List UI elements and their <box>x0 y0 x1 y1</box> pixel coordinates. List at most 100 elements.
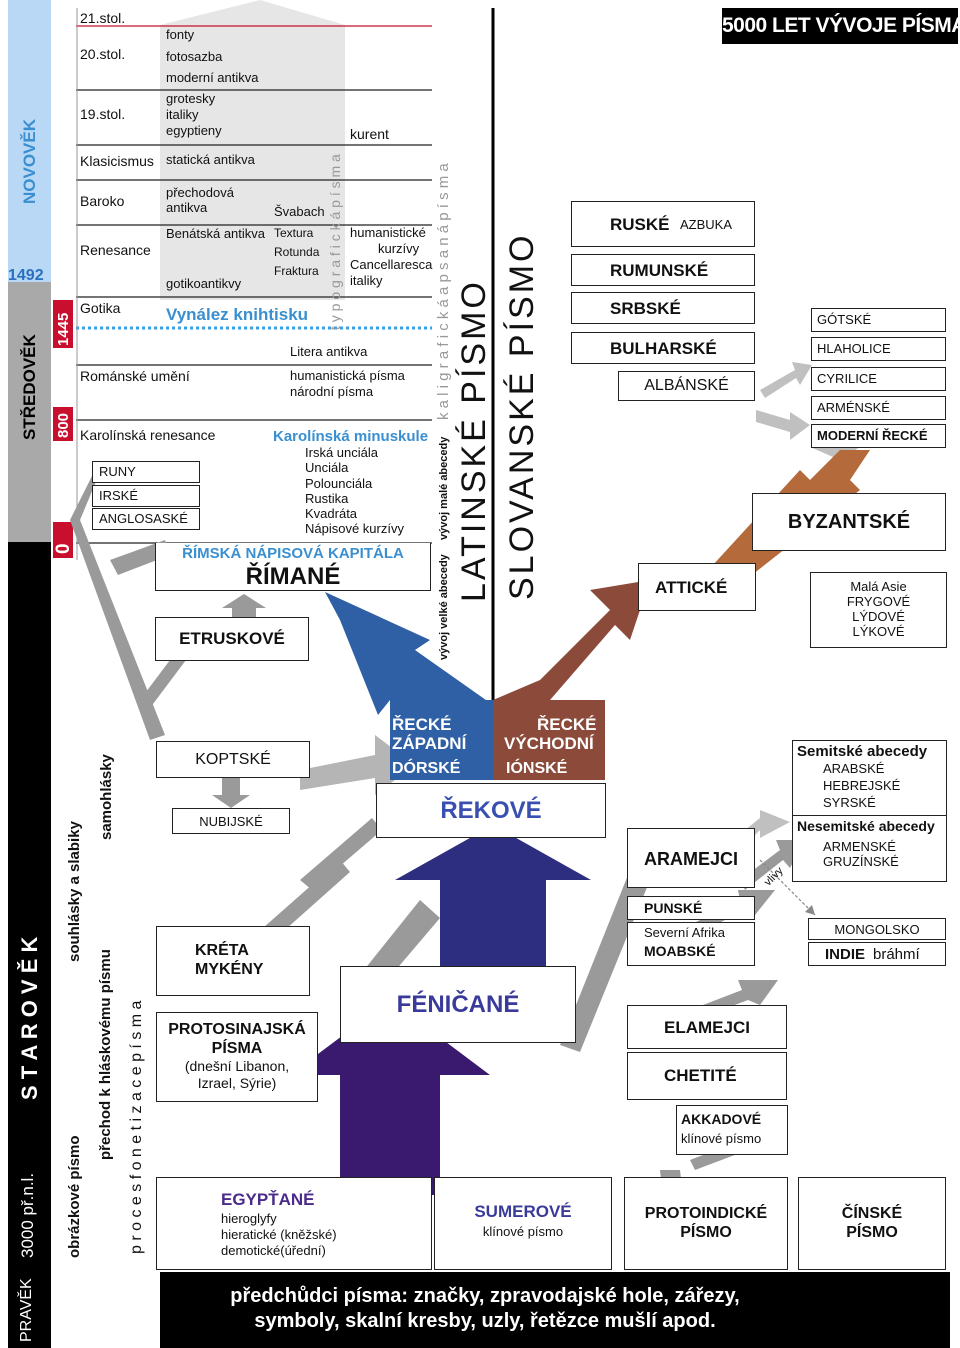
era-pravek: PRAVĚK <box>18 1278 35 1342</box>
period-20: 20.stol. <box>80 46 126 62</box>
footer-bar <box>160 1272 950 1348</box>
typo-moderni-antikva: moderní antikva <box>166 70 259 85</box>
box-albanske: ALBÁNSKÉ <box>618 371 755 401</box>
typo-fotosazba: fotosazba <box>166 49 223 64</box>
footer-line-1: předchůdci písma: značky, zpravodajské h… <box>230 1285 740 1307</box>
typo-fonty: fonty <box>166 27 195 42</box>
typo-rotunda: Rotunda <box>274 245 320 259</box>
box-indie: INDIE bráhmí <box>808 942 946 966</box>
arrow-slavic-base <box>493 700 605 780</box>
med-karolinska-minuskule: Karolínská minuskule <box>273 428 429 445</box>
box-punske: PUNSKÉ <box>627 896 755 920</box>
med-vyvoj-male: vývoj malé abecedy <box>438 436 450 540</box>
greek-vychodni-2: VÝCHODNÍ <box>504 734 594 753</box>
typo-hum-kurzivy-2: kurzívy <box>378 241 420 256</box>
box-akkadove: AKKADOVÉ klínové písmo <box>676 1105 788 1155</box>
year-3000: 3000 př.n.l. <box>18 1172 37 1258</box>
box-cinske: ČÍNSKÉ PÍSMO <box>798 1177 946 1270</box>
period-21: 21.stol. <box>80 10 126 26</box>
greek-vychodni-1: ŘECKÉ <box>537 715 597 734</box>
year-1445: 1445 <box>55 312 72 346</box>
box-anglosaske: ANGLOSASKÉ <box>92 508 200 530</box>
med-vyvoj-velke: vývoj velké abecedy <box>438 554 450 660</box>
period-karolinska: Karolínská renesance <box>80 427 216 443</box>
typo-svabach: Švabach <box>274 204 325 219</box>
arrow-egypt-phoen <box>290 1000 490 1195</box>
box-mongolsko: MONGOLSKO <box>808 918 946 940</box>
box-moabske: Severní Afrika MOABSKÉ <box>627 922 755 966</box>
med-napisove-kurzivy: Nápisové kurzívy <box>305 521 404 536</box>
typo-prechodova-1: přechodová <box>166 185 234 200</box>
year-0: 0 <box>53 543 74 554</box>
typo-grotesky: grotesky <box>166 91 216 106</box>
box-kreta: KRÉTA MYKÉNY <box>156 926 310 996</box>
med-kaligraficka: k a l i g r a f i c k á a p s a n á p í … <box>435 163 452 420</box>
typo-typograficka-pisma: t y p o g r a f i c k á p í s m a <box>327 154 343 330</box>
year-marker-0 <box>53 522 73 558</box>
process-samohlasky: samohlásky <box>98 754 115 840</box>
process-obrazkove: obrázkové písmo <box>66 1135 83 1258</box>
process-prechod: přechod k hláskovému písmu <box>97 949 114 1160</box>
box-srbske: SRBSKÉ <box>571 292 755 324</box>
med-kvadrata: Kvadráta <box>305 506 358 521</box>
box-gotske: GÓTSKÉ <box>811 308 946 332</box>
med-humanisticka: humanistická písma <box>290 368 405 383</box>
box-sumerove: SUMEROVÉ klínové písmo <box>434 1177 612 1270</box>
era-stredovek: STŘEDOVĚK <box>20 334 39 440</box>
box-runy: RUNY <box>92 461 200 483</box>
page-title: 5000 LET VÝVOJE PÍSMA <box>722 8 960 44</box>
era-starovek: S T A R O V Ě K <box>17 936 42 1100</box>
med-narodni: národní písma <box>290 384 374 399</box>
box-bulharske: BULHARSKÉ <box>571 332 755 364</box>
box-nubijske: NUBIJSKÉ <box>172 808 290 834</box>
era-bar-pravek <box>8 1272 51 1348</box>
typo-fraktura: Fraktura <box>274 264 319 278</box>
era-bar-novovek <box>8 0 51 282</box>
box-protoindicke: PROTOINDICKÉ PÍSMO <box>624 1177 788 1270</box>
greek-zapadni-2: ZÁPADNÍ <box>392 734 467 753</box>
box-rekove: ŘEKOVÉ <box>376 783 606 838</box>
box-rimane: ŘÍMSKÁ NÁPISOVÁ KAPITÁLA ŘÍMANÉ <box>155 543 431 591</box>
period-renesance: Renesance <box>80 242 151 258</box>
box-byzantske: BYZANTSKÉ <box>752 493 946 551</box>
box-protosinajska: PROTOSINAJSKÁ PÍSMA (dnešní Libanon, Izr… <box>156 1012 318 1102</box>
period-gotika: Gotika <box>80 300 121 316</box>
box-hlaholice: HLAHOLICE <box>811 337 946 361</box>
med-irska-unciala: Irská unciála <box>305 445 378 460</box>
era-bar-stredovek <box>8 282 51 542</box>
med-polounciala: Polounciála <box>305 476 373 491</box>
greek-dorske: DÓRSKÉ <box>392 760 461 777</box>
typo-egyptieny: egyptieny <box>166 123 222 138</box>
typo-textura: Textura <box>274 226 314 240</box>
period-baroko: Baroko <box>80 193 125 209</box>
period-19: 19.stol. <box>80 106 126 122</box>
med-rustika: Rustika <box>305 491 349 506</box>
typo-vynalez-knihtisku: Vynález knihtisku <box>166 305 309 324</box>
med-litera-antikva: Litera antikva <box>290 344 368 359</box>
typo-kurent: kurent <box>350 126 389 142</box>
year-marker-800 <box>53 407 73 441</box>
box-atticke: ATTICKÉ <box>638 563 756 611</box>
typo-gotikoantikvy: gotikoantikvy <box>166 276 242 291</box>
box-aramejci: ARAMEJCI <box>627 828 755 888</box>
arrow-phoen-greek <box>395 825 591 975</box>
footer-line-2: symboly, skalní kresby, uzly, řetězce mu… <box>254 1310 716 1332</box>
box-koptske: KOPTSKÉ <box>156 741 310 778</box>
box-semitske: Semitské abecedy ARABSKÉ HEBREJSKÉ SYRSK… <box>792 740 947 882</box>
era-novovek: NOVOVĚK <box>20 118 39 204</box>
box-chetite: CHETITÉ <box>627 1052 787 1100</box>
box-cyrilice: CYRILICE <box>811 367 946 391</box>
period-klasicismus: Klasicismus <box>80 153 154 169</box>
med-slovanske-pismo: SLOVANSKÉ PÍSMO <box>503 232 541 600</box>
med-latinske-pismo: LATINSKÉ PÍSMO <box>455 279 493 602</box>
greek-zapadni-1: ŘECKÉ <box>392 715 452 734</box>
box-ruske: RUSKÉ AZBUKA <box>571 201 755 247</box>
box-elamejci: ELAMEJCI <box>627 1005 787 1049</box>
box-mala-asie: Malá Asie FRYGOVÉ LÝDOVÉ LÝKOVÉ <box>810 572 947 648</box>
greek-ionske: IÓNSKÉ <box>506 760 568 777</box>
box-egyptane: EGYPŤANÉ hieroglyfy hieratické (kněžské)… <box>156 1177 432 1270</box>
year-marker-1445 <box>53 300 73 348</box>
typo-italiky: italiky <box>166 107 199 122</box>
typo-benatska: Benátská antikva <box>166 226 266 241</box>
